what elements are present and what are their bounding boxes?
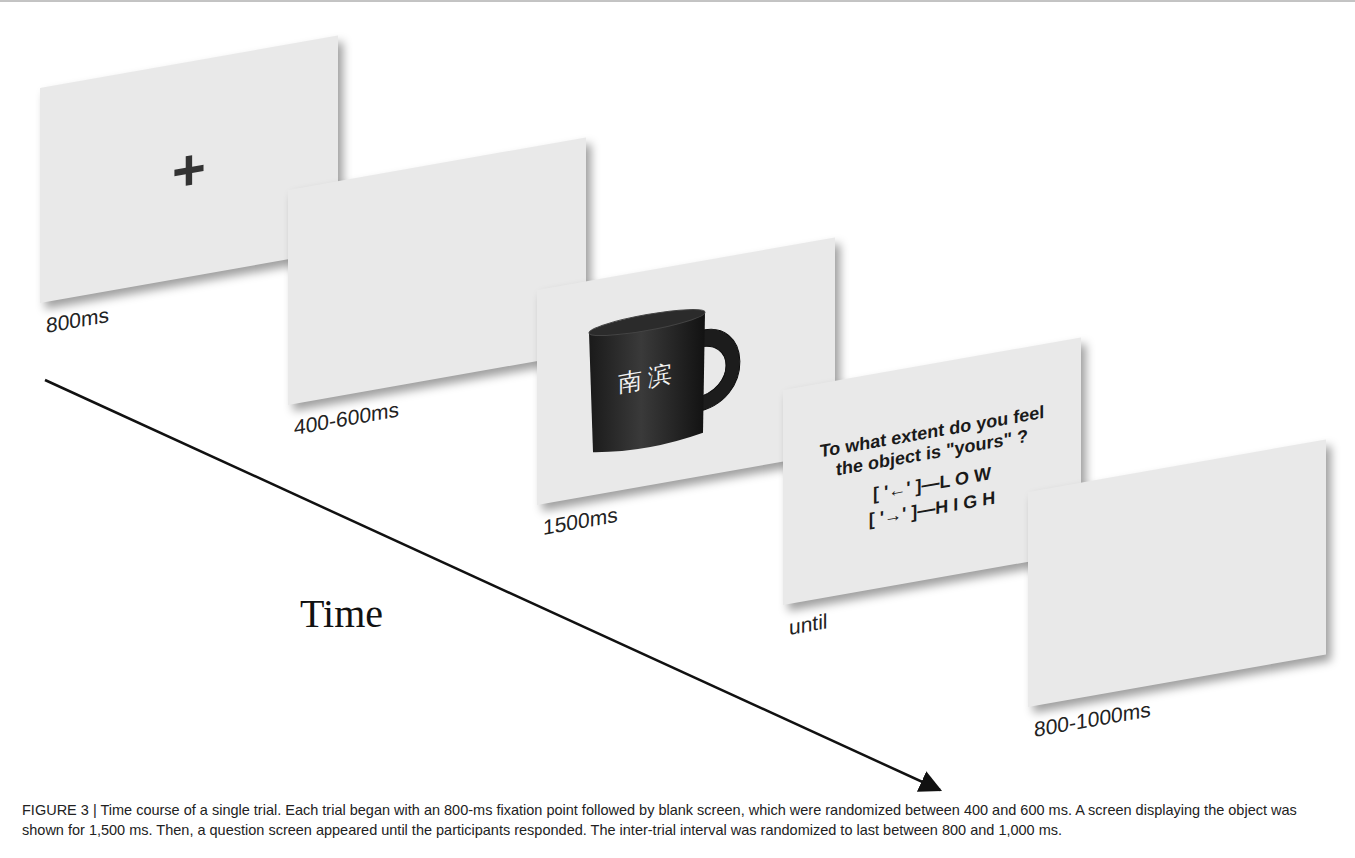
- axis-label: Time: [300, 590, 383, 637]
- figure-caption: FIGURE 3 | Time course of a single trial…: [22, 800, 1332, 841]
- duration-label: 1500ms: [543, 503, 618, 540]
- duration-label: 800ms: [46, 303, 109, 338]
- duration-label: 800-1000ms: [1034, 697, 1151, 742]
- fixation-cross: +: [172, 137, 206, 201]
- duration-label: until: [789, 609, 828, 640]
- duration-label: 400-600ms: [294, 397, 399, 440]
- top-rule: [0, 1, 1355, 2]
